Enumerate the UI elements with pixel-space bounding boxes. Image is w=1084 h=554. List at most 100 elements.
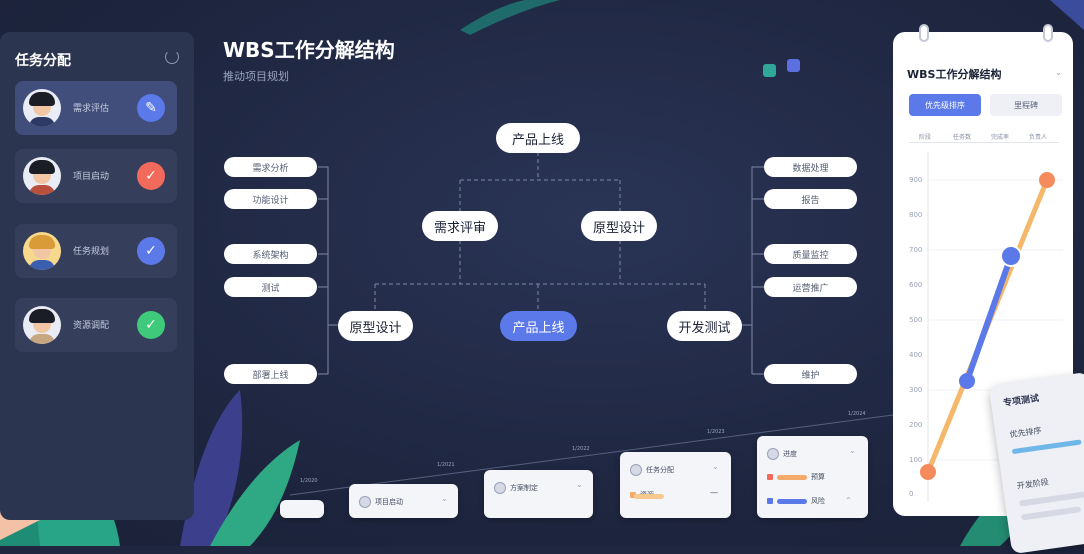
y-axis-label: 600 — [909, 281, 923, 289]
task-item[interactable]: 资源调配 ✓ — [15, 298, 177, 352]
task-label: 资源调配 — [73, 321, 110, 331]
task-label: 需求评估 — [73, 104, 110, 114]
avatar — [23, 232, 61, 270]
chevron-down-icon[interactable]: ⌄ — [441, 494, 448, 503]
binder-ring — [919, 24, 929, 42]
root-node[interactable]: 产品上线 — [496, 123, 580, 153]
progress-bar — [1011, 439, 1082, 455]
chart-point — [920, 464, 936, 480]
card-label: 预算 — [811, 473, 825, 481]
task-item[interactable]: 任务规划 ✓ — [15, 224, 177, 278]
task-item[interactable]: 项目启动 ✓ — [15, 149, 177, 203]
progress-bar — [777, 498, 807, 504]
priority-button[interactable]: 优先级排序 — [909, 94, 981, 116]
card-label: 开发阶段 — [1016, 477, 1050, 491]
card-label: 进度 — [783, 450, 797, 458]
left-subtask-pill[interactable]: 部署上线 — [224, 364, 317, 384]
left-subtask-pill[interactable]: 需求分析 — [224, 157, 317, 177]
y-axis-label: 0 — [909, 490, 914, 498]
tree-node[interactable]: 原型设计 — [338, 311, 413, 341]
left-subtask-pill[interactable]: 测试 — [224, 277, 317, 297]
card-label: 项目启动 — [375, 498, 403, 506]
placeholder-bar — [1018, 490, 1084, 507]
card-label: 任务分配 — [646, 466, 674, 474]
y-axis-label: 400 — [909, 351, 923, 359]
page-title: WBS工作分解结构 — [223, 38, 395, 62]
refresh-icon[interactable] — [165, 50, 179, 64]
progress-bar — [777, 474, 807, 480]
resource-icon — [630, 492, 636, 498]
timeline-tick: 1/2022 — [572, 446, 590, 452]
left-subtask-pill[interactable]: 系统架构 — [224, 244, 317, 264]
avatar-icon — [630, 464, 642, 476]
check-icon[interactable]: ✓ — [137, 162, 165, 190]
column-tab[interactable]: 完成率 — [991, 134, 1010, 141]
timeline-card[interactable]: 项目启动 ⌄ — [349, 484, 458, 518]
chevron-down-icon[interactable]: ⌄ — [1055, 68, 1062, 77]
y-axis-label: 300 — [909, 386, 923, 394]
timeline-tick: 1/2024 — [848, 411, 866, 417]
progress-line-chart — [920, 152, 1063, 502]
avatar-icon — [767, 448, 779, 460]
tree-node[interactable]: 开发测试 — [667, 311, 742, 341]
chevron-down-icon[interactable]: ⌄ — [712, 462, 719, 471]
timeline-card[interactable]: 方案制定 ⌄ — [484, 470, 593, 518]
decor-square — [787, 59, 800, 72]
milestone-button[interactable]: 里程碑 — [990, 94, 1062, 116]
timeline-tick: 1/2020 — [300, 478, 318, 484]
chart-point — [1000, 245, 1022, 267]
tree-node[interactable]: 需求评审 — [422, 211, 498, 241]
left-subtask-pill[interactable]: 功能设计 — [224, 189, 317, 209]
timeline-card-partial — [280, 500, 324, 518]
chart-point — [1039, 172, 1055, 188]
risk-icon — [767, 498, 773, 504]
chevron-down-icon[interactable]: ⌄ — [576, 480, 583, 489]
y-axis-label: 500 — [909, 316, 923, 324]
page-subtitle: 推动项目规划 — [223, 70, 289, 83]
check-icon[interactable]: ✓ — [137, 237, 165, 265]
timeline-tick: 1/2021 — [437, 462, 455, 468]
binder-ring — [1043, 24, 1053, 42]
column-tab[interactable]: 任务数 — [953, 134, 972, 141]
timeline-card[interactable]: 任务分配 ⌄ 资源 — — [620, 452, 731, 518]
column-tab[interactable]: 负责人 — [1029, 134, 1048, 141]
task-assignment-panel: 任务分配 需求评估 ✎ 项目启动 ✓ 任务规划 ✓ 资源调配 ✓ — [0, 32, 194, 520]
panel-title: 任务分配 — [15, 53, 71, 69]
decor-square — [763, 64, 776, 77]
card-label: 优先排序 — [1009, 425, 1043, 440]
y-axis-label: 200 — [909, 421, 923, 429]
task-label: 任务规划 — [73, 247, 110, 257]
collapse-icon[interactable]: ⌃ — [845, 496, 852, 505]
right-subtask-pill[interactable]: 运营推广 — [764, 277, 857, 297]
y-axis-label: 700 — [909, 246, 923, 254]
y-axis-label: 100 — [909, 456, 923, 464]
budget-icon — [767, 474, 773, 480]
check-icon[interactable]: ✓ — [137, 311, 165, 339]
right-subtask-pill[interactable]: 报告 — [764, 189, 857, 209]
card-label: 方案制定 — [510, 484, 538, 492]
panel-title: WBS工作分解结构 — [907, 68, 1002, 81]
right-subtask-pill[interactable]: 质量监控 — [764, 244, 857, 264]
tree-node-active[interactable]: 产品上线 — [500, 311, 577, 341]
y-axis-label: 800 — [909, 211, 923, 219]
avatar — [23, 89, 61, 127]
avatar-icon — [359, 496, 371, 508]
timeline-card[interactable]: 进度 ⌄ 预算 风险 ⌃ — [757, 436, 868, 518]
avatar — [23, 306, 61, 344]
chevron-down-icon[interactable]: ⌄ — [849, 446, 856, 455]
minus-icon[interactable]: — — [710, 488, 718, 497]
right-subtask-pill[interactable]: 数据处理 — [764, 157, 857, 177]
divider — [909, 142, 1059, 143]
column-tab[interactable]: 阶段 — [919, 134, 932, 141]
edit-icon[interactable]: ✎ — [137, 94, 165, 122]
avatar — [23, 157, 61, 195]
task-item[interactable]: 需求评估 ✎ — [15, 81, 177, 135]
card-title: 专项测试 — [1002, 393, 1040, 409]
y-axis-label: 900 — [909, 176, 923, 184]
tree-node[interactable]: 原型设计 — [581, 211, 657, 241]
right-subtask-pill[interactable]: 维护 — [764, 364, 857, 384]
avatar-icon — [494, 482, 506, 494]
placeholder-bar — [1020, 506, 1082, 521]
card-label: 风险 — [811, 497, 825, 505]
